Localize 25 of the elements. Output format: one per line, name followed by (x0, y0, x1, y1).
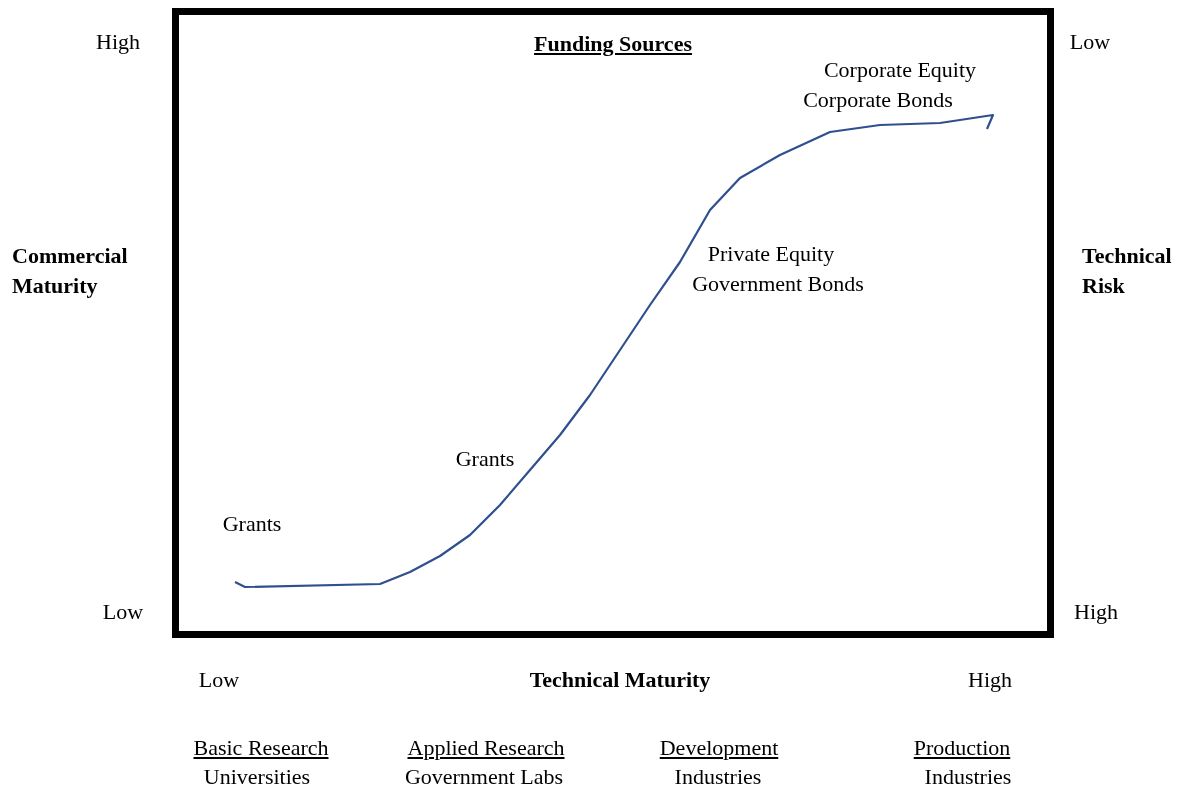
axis-label: High (1074, 598, 1118, 626)
axis-label: Government Bonds (692, 270, 864, 298)
axis-title: Commercial Maturity (12, 242, 129, 300)
axis-label: Low (102, 598, 144, 626)
axis-label: Private Equity (707, 240, 835, 268)
axis-label: Universities (203, 763, 311, 791)
axis-label: Industries (674, 763, 762, 791)
stage-heading: Development (659, 734, 779, 762)
axis-title: Technical Risk (1082, 242, 1173, 300)
axis-label: Corporate Bonds (803, 86, 953, 114)
axis-label: High (968, 666, 1012, 694)
axis-label: Government Labs (404, 763, 564, 791)
frame-title: Funding Sources (533, 31, 693, 57)
stage-heading: Basic Research (193, 734, 329, 762)
axis-label: Industries (924, 763, 1012, 791)
stage-heading: Production (913, 734, 1011, 762)
stage-heading: Applied Research (407, 734, 565, 762)
axis-label: High (96, 28, 140, 56)
axis-title: Technical Maturity (529, 666, 711, 694)
axis-label: Grants (455, 445, 515, 473)
chart-frame (172, 8, 1054, 638)
axis-label: Low (198, 666, 240, 694)
axis-label: Corporate Equity (823, 56, 977, 84)
axis-label: Grants (222, 510, 282, 538)
axis-label: Low (1069, 28, 1111, 56)
